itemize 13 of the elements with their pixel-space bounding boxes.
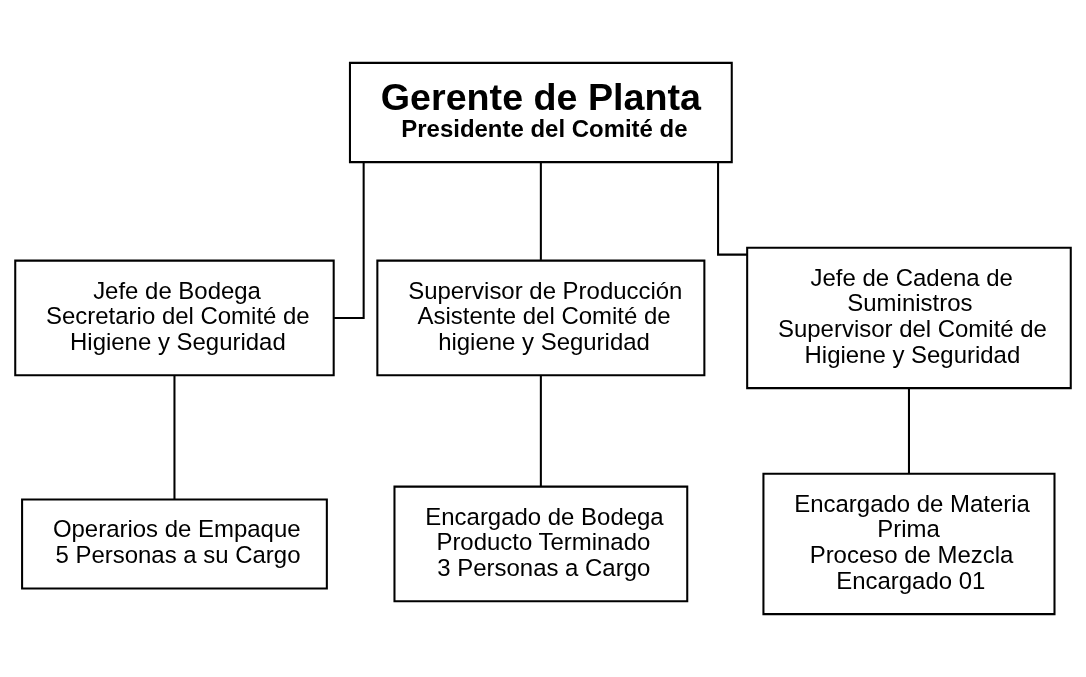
connector	[539, 162, 542, 260]
connector	[173, 375, 176, 500]
node-box: Encargado de Bodega Producto Terminado 3 Personas a Cargo	[393, 485, 689, 603]
node-box: Jefe de Cadena de Suministros Supervisor del Comité de Higiene y Seguridad	[746, 246, 1072, 390]
node-box: Encargado de Materia Prima Proceso de Mezcla Encargado 01	[762, 472, 1056, 616]
node-box: Jefe de Bodega Secretario del Comité de Higiene y Seguridad	[14, 259, 335, 377]
node-box: Supervisor de Producción Asistente del Comité de higiene y Seguridad	[376, 259, 706, 377]
node-box: Operarios de Empaque 5 Personas a su Cargo	[21, 498, 328, 590]
node-box: Gerente de Planta Presidente del Comité de	[348, 61, 733, 164]
connector	[334, 162, 365, 319]
connector	[717, 162, 748, 256]
connector	[539, 375, 542, 487]
connector	[907, 388, 910, 474]
